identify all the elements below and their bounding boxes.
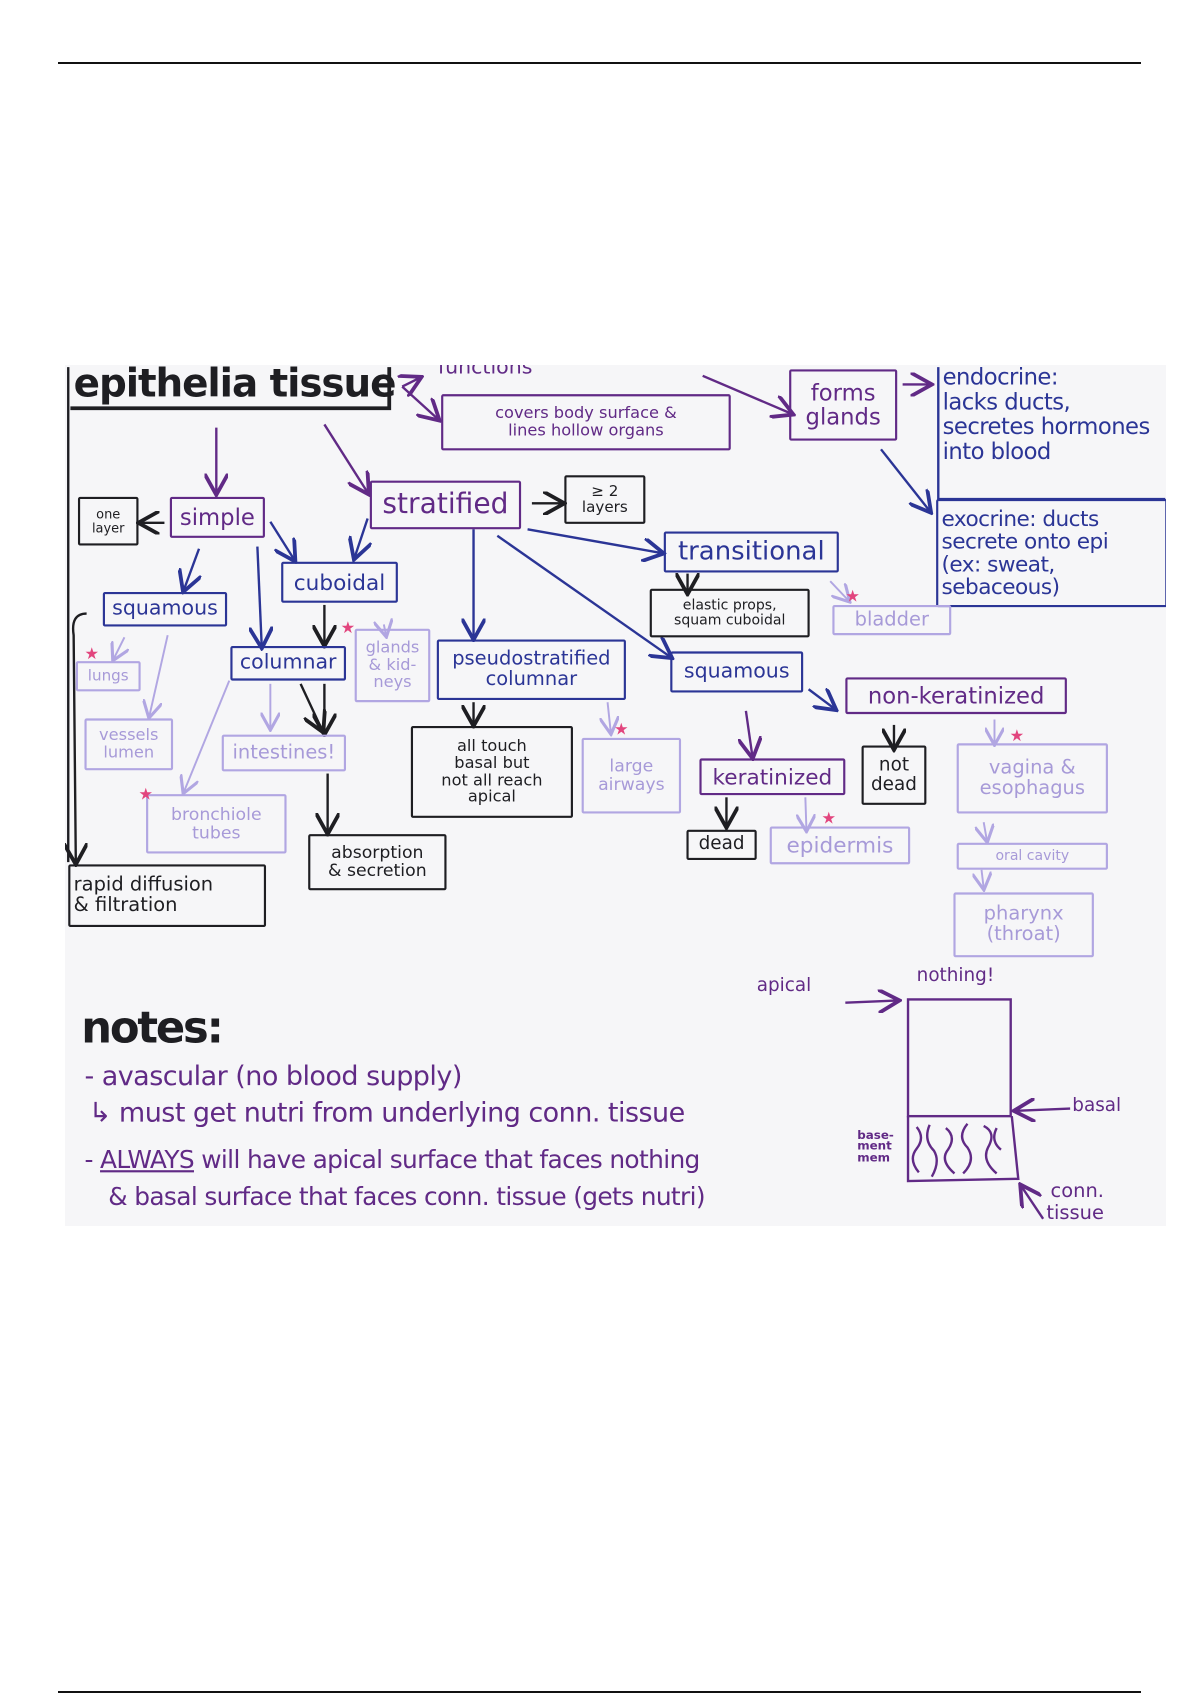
- node-lungs: lungs: [75, 661, 141, 692]
- notes-heading: notes:: [81, 1003, 224, 1054]
- notes-line-3-text: will have apical surface that faces noth…: [193, 1146, 700, 1175]
- node-all-touch: all touch basal but not all reach apical: [410, 725, 573, 818]
- diagram-basal-label: basal: [1072, 1094, 1122, 1117]
- concept-map-image: epithelia tissue functions covers body s…: [65, 365, 1166, 1226]
- node-squamous-simple: squamous: [102, 591, 228, 627]
- node-vessels: vessels lumen: [84, 718, 174, 771]
- node-pharynx: pharynx (throat): [953, 892, 1094, 958]
- node-bladder: bladder: [832, 604, 952, 636]
- connector-arrows: [65, 367, 1166, 1220]
- node-absorption: absorption & secretion: [308, 834, 447, 891]
- star-icon: ★: [340, 617, 356, 638]
- node-not-dead: not dead: [861, 745, 927, 805]
- node-two-layers: ≥ 2 layers: [564, 475, 646, 524]
- bottom-rule: [58, 1691, 1141, 1693]
- node-vagina-esophagus: vagina & esophagus: [956, 743, 1108, 814]
- star-icon: ★: [1009, 725, 1025, 746]
- node-transitional: transitional: [663, 531, 839, 573]
- node-columnar: columnar: [230, 646, 347, 681]
- node-one-layer: one layer: [77, 496, 139, 546]
- node-simple: simple: [169, 496, 265, 538]
- star-icon: ★: [84, 643, 99, 664]
- node-epidermis: epidermis: [769, 826, 911, 865]
- node-pseudostratified: pseudostratified columnar: [436, 639, 626, 701]
- node-endocrine: endocrine: lacks ducts, secretes hormone…: [942, 365, 1151, 465]
- node-glands-kidneys: glands & kid- neys: [354, 628, 431, 703]
- node-covers: covers body surface & lines hollow organ…: [441, 394, 731, 451]
- star-icon: ★: [845, 586, 860, 607]
- diagram-apical-label: apical: [756, 974, 812, 997]
- node-keratinized: keratinized: [699, 758, 846, 796]
- node-non-keratinized: non-keratinized: [845, 677, 1067, 715]
- map-title: epithelia tissue: [73, 365, 397, 407]
- always-emphasis: ALWAYS: [100, 1146, 195, 1175]
- notes-line-4: & basal surface that faces conn. tissue …: [108, 1183, 705, 1212]
- diagram-nothing-label: nothing!: [916, 964, 995, 987]
- node-elastic: elastic props, squam cuboidal: [649, 588, 810, 638]
- node-intestines: intestines!: [221, 734, 347, 772]
- notes-line-1: - avascular (no blood supply): [84, 1059, 462, 1092]
- node-stratified: stratified: [369, 480, 522, 530]
- notes-line-2: ↳ must get nutri from underlying conn. t…: [88, 1096, 685, 1129]
- notes-line-3: - ALWAYS will have apical surface that f…: [84, 1146, 700, 1175]
- node-bronchiole: bronchiole tubes: [146, 794, 287, 854]
- diagram-conn-tissue-label: conn. tissue: [1046, 1179, 1104, 1225]
- node-dead: dead: [686, 829, 757, 861]
- diagram-basement-membrane-label: base- ment mem: [857, 1128, 894, 1165]
- node-cuboidal: cuboidal: [281, 561, 398, 603]
- functions-label: functions: [437, 365, 533, 380]
- top-rule: [58, 62, 1141, 64]
- star-icon: ★: [821, 808, 837, 828]
- star-icon: ★: [614, 719, 629, 739]
- star-icon: ★: [138, 784, 154, 804]
- node-squamous-stratified: squamous: [670, 651, 804, 693]
- node-forms-glands: forms glands: [789, 369, 898, 441]
- node-rapid-diffusion: rapid diffusion & filtration: [68, 864, 267, 928]
- node-oral-cavity: oral cavity: [956, 842, 1108, 870]
- node-large-airways: large airways: [581, 737, 682, 814]
- node-exocrine: exocrine: ducts secrete onto epi (ex: sw…: [936, 499, 1166, 608]
